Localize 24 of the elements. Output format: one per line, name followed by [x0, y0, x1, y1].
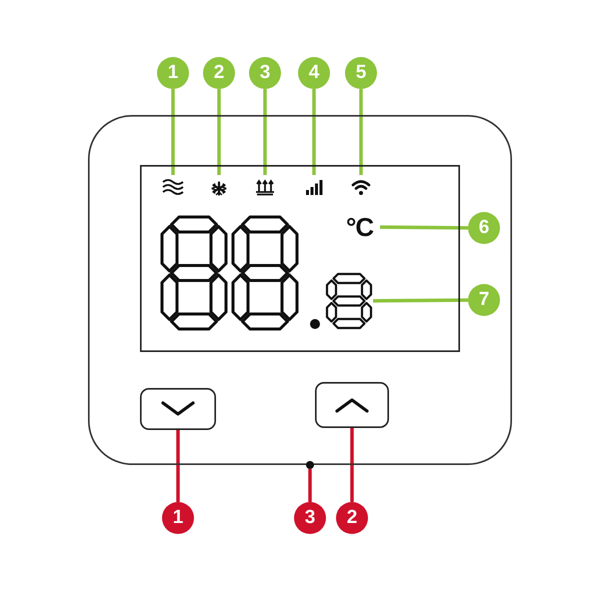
leader-line: [312, 89, 316, 175]
leader-line: [372, 298, 468, 303]
leader-line: [263, 89, 267, 175]
leader-line: [171, 89, 175, 175]
unit-label: °C: [346, 212, 380, 242]
leader-line: [359, 89, 363, 175]
reset-hole: [306, 461, 314, 469]
callout-number: 3: [249, 57, 281, 89]
callout-number: 3: [294, 502, 326, 534]
small-digit-drawing: [325, 272, 373, 330]
callout-number: 2: [336, 502, 368, 534]
callout-number: 1: [157, 57, 189, 89]
down-button: [140, 388, 216, 430]
callout-number: 2: [203, 57, 235, 89]
leader-line: [380, 225, 468, 230]
callout-number: 1: [162, 502, 194, 534]
leader-line: [308, 469, 312, 502]
leader-line: [350, 428, 354, 502]
callout-number: 4: [298, 57, 330, 89]
callout-number: 5: [345, 57, 377, 89]
lcd-display: [140, 165, 460, 352]
leader-line: [217, 89, 221, 175]
leader-line: [176, 430, 180, 502]
up-button: [315, 382, 389, 428]
